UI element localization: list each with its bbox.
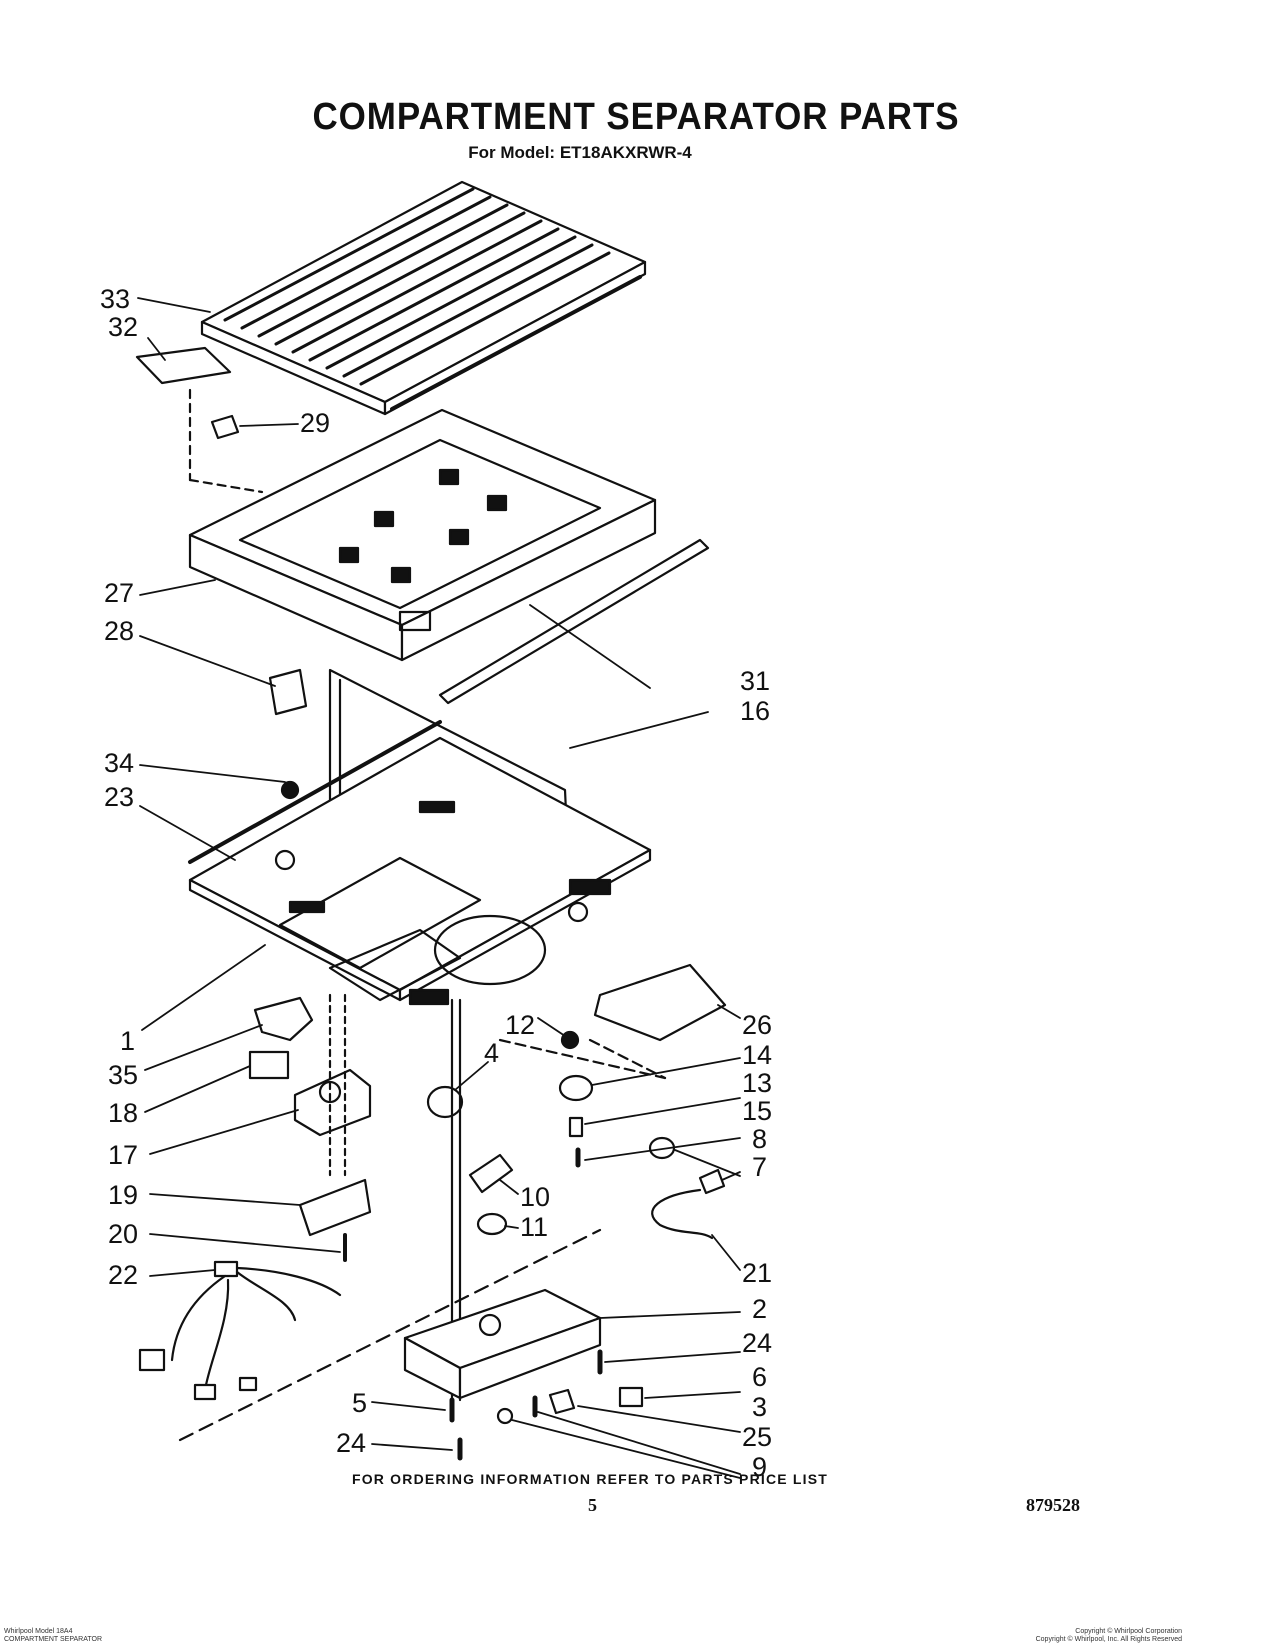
callout-27: 27 bbox=[104, 578, 134, 608]
footer-right-line2: Copyright © Whirlpool, Inc. All Rights R… bbox=[1035, 1636, 1182, 1643]
shaft-part bbox=[568, 1116, 584, 1138]
callout-32: 32 bbox=[108, 312, 138, 342]
thermostat-part bbox=[468, 1153, 514, 1194]
callout-13: 13 bbox=[742, 1068, 772, 1098]
callout-7: 7 bbox=[752, 1152, 767, 1182]
callout-2: 2 bbox=[752, 1294, 767, 1324]
callout-6: 6 bbox=[752, 1362, 767, 1392]
ordering-note: FOR ORDERING INFORMATION REFER TO PARTS … bbox=[351, 1471, 829, 1487]
callout-3: 3 bbox=[752, 1392, 767, 1422]
callout-16: 16 bbox=[740, 696, 770, 726]
callout-34: 34 bbox=[104, 748, 134, 778]
block-part bbox=[268, 668, 308, 716]
callout-11: 11 bbox=[520, 1212, 548, 1242]
fuse-part bbox=[698, 1168, 726, 1195]
callout-20: 20 bbox=[108, 1219, 138, 1249]
insulation-part bbox=[593, 963, 727, 1042]
callout-8: 8 bbox=[752, 1124, 767, 1154]
page-title: COMPARTMENT SEPARATOR PARTS bbox=[312, 96, 960, 138]
plug-part bbox=[560, 1030, 580, 1050]
callout-35: 35 bbox=[108, 1060, 138, 1090]
footer-left: Whirlpool Model 18A4 COMPARTMENT SEPARAT… bbox=[4, 1628, 102, 1644]
grille-shelf-part bbox=[200, 180, 647, 416]
control-part bbox=[298, 1178, 372, 1237]
knob-part bbox=[558, 1074, 594, 1102]
callout-24b: 24 bbox=[336, 1428, 366, 1458]
callout-1: 1 bbox=[120, 1026, 135, 1056]
footer-right: Copyright © Whirlpool Corporation Copyri… bbox=[1036, 1628, 1182, 1644]
separator-base-part bbox=[188, 720, 652, 1006]
relay-part bbox=[548, 1388, 576, 1415]
callout-5: 5 bbox=[352, 1388, 367, 1418]
model-subtitle: For Model: ET18AKXRWR-4 bbox=[468, 143, 692, 162]
wire-lead-part bbox=[651, 1188, 714, 1240]
callout-17: 17 bbox=[108, 1140, 138, 1170]
callout-24: 24 bbox=[742, 1328, 772, 1358]
switch-part bbox=[618, 1386, 644, 1408]
bolt-part bbox=[280, 780, 300, 800]
callout-12: 12 bbox=[505, 1010, 535, 1040]
callout-25: 25 bbox=[742, 1422, 772, 1452]
label-card-part bbox=[135, 346, 232, 385]
callout-19: 19 bbox=[108, 1180, 138, 1210]
callout-14: 14 bbox=[742, 1040, 772, 1070]
callout-28: 28 bbox=[104, 616, 134, 646]
callout-29: 29 bbox=[300, 408, 330, 438]
footer-left-line1: Whirlpool Model 18A4 bbox=[4, 1628, 73, 1635]
callout-31: 31 bbox=[740, 666, 770, 696]
callout-26: 26 bbox=[742, 1010, 772, 1040]
footer-right-line1: Copyright © Whirlpool Corporation bbox=[1075, 1628, 1182, 1635]
damper-part bbox=[253, 996, 314, 1042]
clip-part bbox=[210, 414, 240, 440]
callout-18: 18 bbox=[108, 1098, 138, 1128]
callout-10: 10 bbox=[520, 1182, 550, 1212]
grommet-part bbox=[426, 1085, 464, 1119]
separator-cover-part bbox=[188, 408, 657, 662]
page-number: 5 bbox=[588, 1495, 597, 1515]
callout-33: 33 bbox=[100, 284, 130, 314]
callout-22: 22 bbox=[108, 1260, 138, 1290]
callout-15: 15 bbox=[742, 1096, 772, 1126]
dial-part bbox=[476, 1212, 508, 1236]
callout-23: 23 bbox=[104, 782, 134, 812]
document-number: 879528 bbox=[1026, 1495, 1080, 1515]
wire-harness-part bbox=[138, 1260, 342, 1401]
callout-9: 9 bbox=[752, 1452, 767, 1482]
callout-21: 21 bbox=[742, 1258, 772, 1288]
grill-part bbox=[248, 1050, 290, 1080]
callout-4: 4 bbox=[484, 1038, 499, 1068]
tray-part bbox=[403, 1288, 602, 1400]
footer-left-line2: COMPARTMENT SEPARATOR bbox=[4, 1636, 103, 1643]
strip-part bbox=[438, 538, 710, 705]
